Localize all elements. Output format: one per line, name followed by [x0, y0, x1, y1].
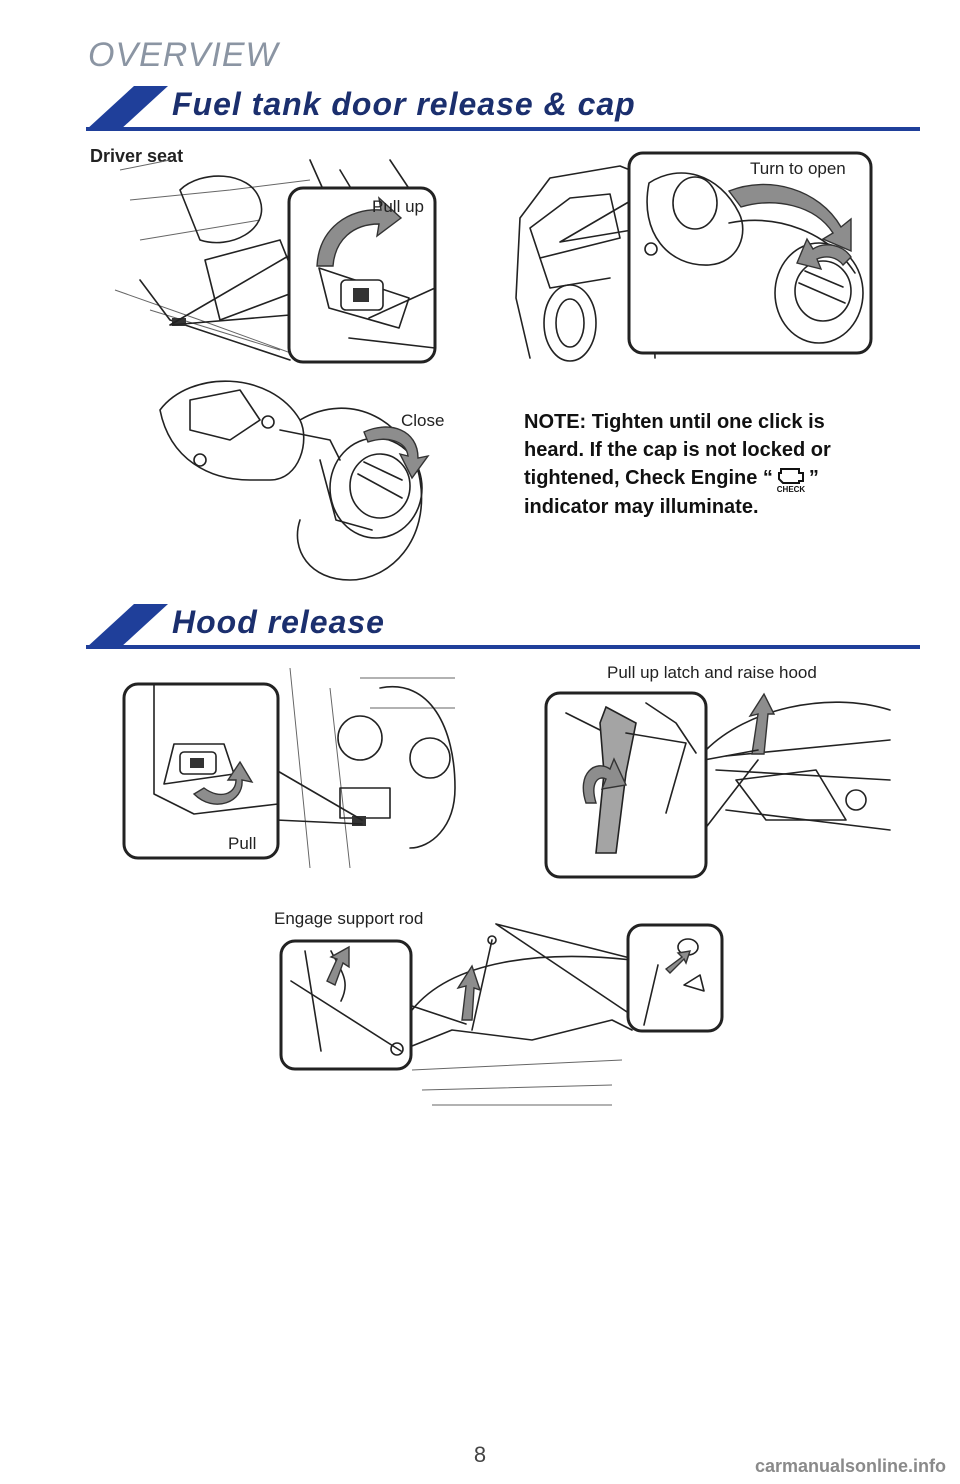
support-rod-zoom-left	[279, 939, 413, 1071]
note-line-3: tightened, Check Engine “	[524, 467, 773, 489]
turn-to-open-label: Turn to open	[750, 159, 846, 178]
fuel-lever-zoom-box	[287, 186, 437, 364]
section-header: OVERVIEW	[88, 36, 279, 74]
fuel-section-band	[86, 86, 920, 131]
note-line-4: indicator may illuminate.	[524, 495, 759, 518]
engine-bay-illustration	[401, 935, 633, 1106]
fuel-section-title: Fuel tank door release & cap	[172, 86, 636, 122]
engine-check-icon: CHECK	[773, 465, 809, 494]
watermark: carmanualsonline.info	[754, 1456, 946, 1476]
driver-seat-label: Driver seat	[90, 146, 184, 166]
latch-callout-lines	[703, 749, 759, 831]
pull-up-label: Pull up	[372, 197, 424, 216]
hood-section-band	[86, 604, 920, 649]
hood-lever-callout-lines	[275, 769, 363, 825]
close-label: Close	[401, 411, 445, 430]
fuel-cap-zoom-box	[627, 151, 873, 355]
engage-support-rod-label: Engage support rod	[274, 909, 424, 928]
note-line-2: heard. If the cap is not locked or	[524, 439, 831, 461]
support-rod-callout-lines	[405, 923, 631, 1025]
hood-lever-zoom-box	[122, 682, 280, 860]
page-number: 8	[473, 1442, 487, 1467]
hood-section-title: Hood release	[172, 604, 385, 640]
fuel-cap-close-illustration	[159, 380, 430, 581]
fuel-cap-note: NOTE: Tighten until one click is heard. …	[524, 408, 884, 521]
note-line-3-end: ”	[808, 467, 819, 489]
dashboard-illustration	[289, 667, 456, 869]
fuel-cap-callout-lines	[559, 199, 633, 243]
pull-label: Pull	[228, 834, 257, 853]
support-rod-zoom-right	[626, 923, 724, 1033]
pull-up-latch-label: Pull up latch and raise hood	[607, 663, 817, 682]
note-line-1: NOTE: Tighten until one click is	[524, 411, 825, 433]
fuel-lever-callout-lines	[169, 254, 291, 326]
check-icon-text: CHECK	[777, 485, 806, 494]
note-line-3-wrap: tightened, Check Engine “ CHECK ”	[524, 464, 884, 494]
car-front-illustration	[705, 692, 891, 831]
latch-zoom-box	[544, 691, 708, 879]
